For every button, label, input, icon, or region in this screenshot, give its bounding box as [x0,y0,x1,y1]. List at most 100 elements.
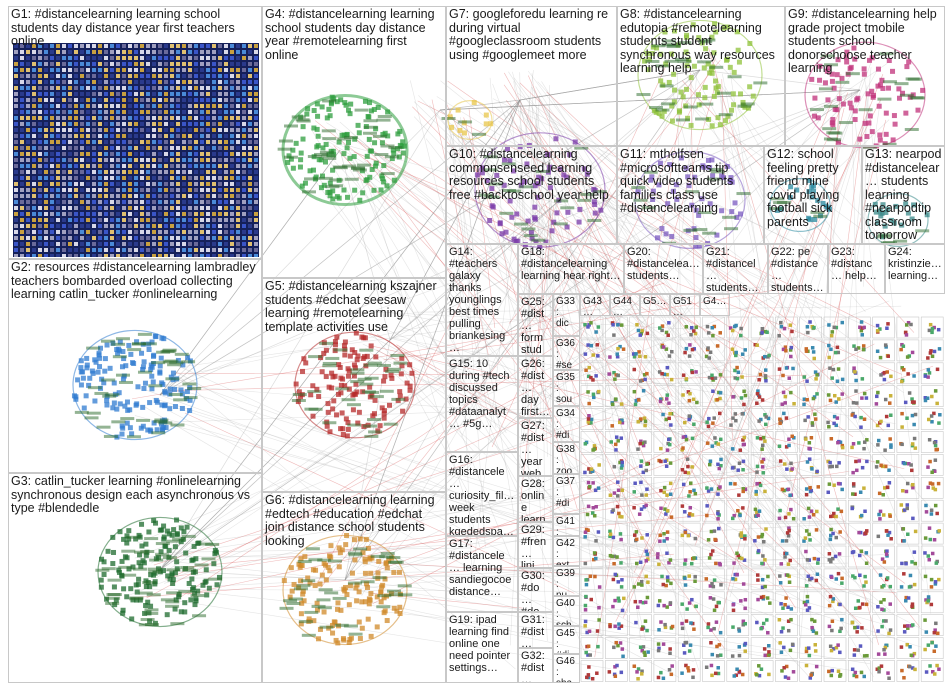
vertex [710,673,714,678]
vertex [788,558,792,563]
vertex [619,585,624,589]
vertex [164,236,168,240]
vertex [218,152,222,156]
vertex [862,584,866,588]
vertex [931,670,935,674]
vertex [888,584,893,589]
vertex [596,644,600,649]
small-group-cell [750,522,774,545]
vertex [212,182,216,186]
vertex [188,116,192,120]
vertex [929,577,934,582]
vertex [646,650,650,654]
vertex [152,104,156,108]
vertex [236,248,240,252]
vertex [881,493,885,497]
vertex [254,218,258,222]
vertex [56,62,60,66]
group-panel-g3: G3: catlin_tucker learning #onlinelearni… [8,473,262,683]
vertex [176,134,180,138]
vertex [755,470,759,474]
vertex [44,146,48,150]
vertex [140,68,144,72]
vertex [886,423,891,428]
vertex [644,468,649,473]
vertex [14,92,18,96]
vertex [158,236,162,240]
vertex [212,218,216,222]
vertex [755,392,760,396]
vertex [911,485,915,490]
vertex [588,653,592,657]
vertex [38,44,42,48]
vertex [116,92,120,96]
vertex [38,248,42,252]
vertex [86,140,90,144]
vertex [14,104,18,108]
vertex [716,671,721,676]
vertex [589,417,594,422]
vertex [691,675,695,680]
vertex [850,620,855,625]
vertex [687,398,692,403]
vertex [926,356,930,360]
vertex [242,242,246,246]
vertex [883,652,887,656]
vertex [254,56,258,60]
vertex [92,218,96,222]
vertex [68,74,72,78]
small-group-cell [872,431,895,453]
vertex [212,224,216,228]
vertex [26,158,30,162]
vertex [236,110,240,114]
vertex [224,110,228,114]
vertex [140,182,144,186]
vertex [38,68,42,72]
vertex [38,98,42,102]
vertex [657,646,661,651]
vertex [586,390,590,394]
vertex [589,597,594,602]
vertex [212,56,216,60]
small-group-cell [775,522,798,545]
vertex [732,561,736,565]
vertex [152,86,156,90]
small-group-cell [653,568,677,591]
vertex [719,463,723,468]
vertex [930,354,935,359]
vertex [164,182,168,186]
vertex [146,170,150,174]
small-group-cell [823,316,847,339]
vertex [669,672,674,677]
vertex [659,459,663,464]
vertex [80,236,84,240]
vertex [14,116,18,120]
vertex [779,562,784,566]
vertex [691,668,696,672]
vertex [212,194,216,198]
vertex [170,176,174,180]
vertex [932,630,937,635]
vertex [86,50,90,54]
vertex [146,80,150,84]
vertex [230,122,234,126]
vertex [116,224,120,228]
vertex [116,152,120,156]
vertex [194,236,198,240]
vertex [188,74,192,78]
vertex [636,582,641,586]
vertex [74,236,78,240]
group-panel-g27: G27: #dist… year web… [518,418,553,476]
vertex [134,230,138,234]
vertex [50,248,54,252]
vertex [926,465,930,469]
vertex [613,598,617,603]
vertex [635,561,639,566]
vertex [158,92,162,96]
vertex [638,333,642,337]
small-group-cell [823,545,847,568]
vertex [86,152,90,156]
vertex [905,503,910,507]
vertex [110,242,114,246]
vertex [636,420,640,424]
